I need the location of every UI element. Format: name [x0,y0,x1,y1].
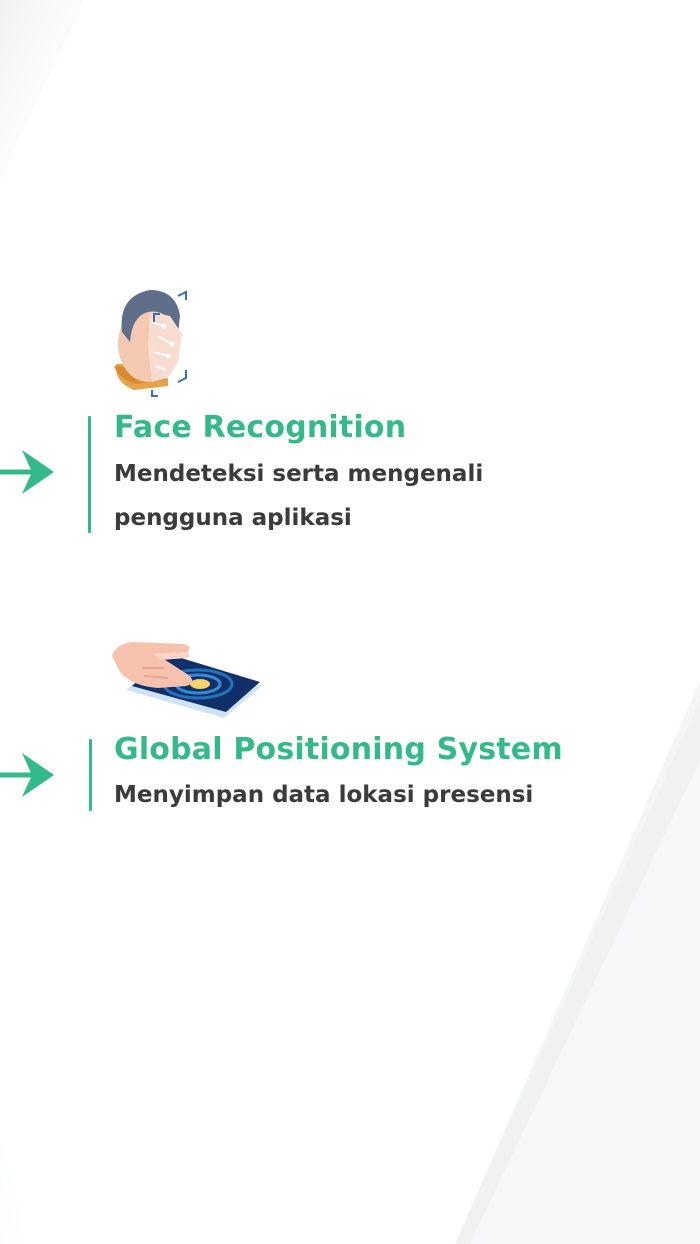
arrow-right-icon [0,450,54,494]
hand-tablet-illustration [112,642,262,718]
arrow-right-icon [0,753,54,797]
feature-title: Global Positioning System [114,732,563,767]
face-scan-illustration [114,290,187,397]
feature-description: Mendeteksi serta mengenali pengguna apli… [114,461,484,531]
feature-description: Menyimpan data lokasi presensi [114,782,534,808]
feature-title: Face Recognition [114,410,407,445]
accent-divider [88,416,91,533]
accent-divider [89,739,92,811]
